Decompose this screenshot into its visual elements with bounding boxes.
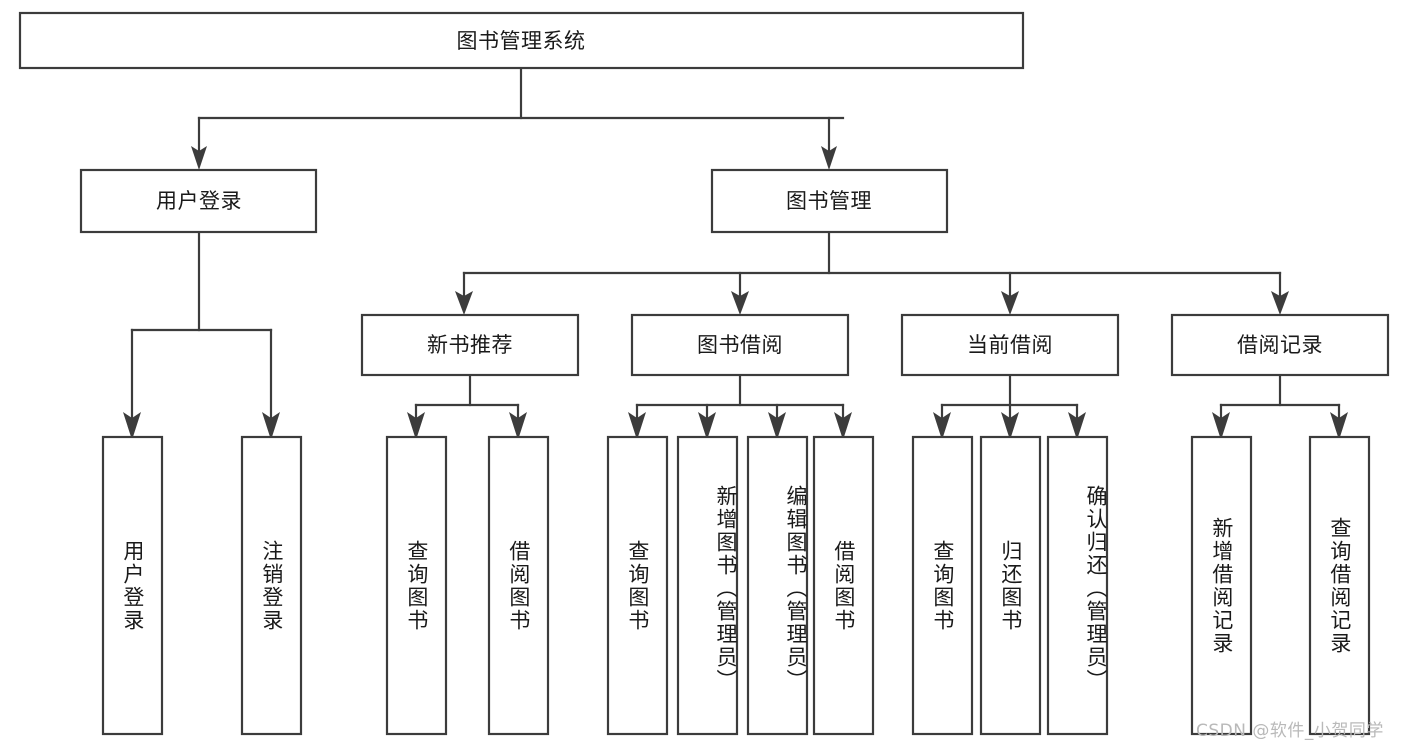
watermark-text: CSDN @软件_小贺同学 — [1196, 721, 1384, 741]
node-current-borrow[interactable]: 当前借阅 — [900, 313, 1120, 377]
node-new-book-recommend[interactable]: 新书推荐 — [360, 313, 580, 377]
node-user-login[interactable]: 用户登录 — [79, 168, 318, 234]
arrow-head-icon — [768, 412, 786, 440]
node-book-management-label: 图书管理 — [786, 189, 872, 213]
arrow-head-icon — [1001, 291, 1019, 315]
leaf-box-current-borrow-1[interactable] — [911, 435, 974, 736]
node-current-borrow-box[interactable] — [900, 313, 1120, 377]
node-book-management[interactable]: 图书管理 — [710, 168, 949, 234]
node-new-book-recommend-box[interactable] — [360, 313, 580, 377]
leaf-box-current-borrow-2[interactable] — [979, 435, 1042, 736]
node-borrow-record-label: 借阅记录 — [1237, 333, 1323, 357]
leaf-box-borrow-record-1[interactable] — [1190, 435, 1253, 736]
arrow-head-icon — [834, 412, 852, 440]
arrow-head-icon — [698, 412, 716, 440]
arrow-head-icon — [821, 146, 837, 170]
leaf-box-current-borrow-3[interactable] — [1046, 435, 1109, 736]
connector-root-to-level2 — [191, 66, 845, 170]
arrow-head-icon — [455, 291, 473, 315]
leaf-box-user-login-2[interactable] — [240, 435, 303, 736]
arrow-head-icon — [1330, 412, 1348, 440]
arrow-head-icon — [1212, 412, 1230, 440]
connector-bookmgmt-to-level3 — [455, 230, 1289, 315]
node-book-borrow-label: 图书借阅 — [697, 333, 783, 357]
node-user-login-label: 用户登录 — [156, 189, 242, 213]
connector-userlogin-to-leaves — [123, 230, 280, 440]
connector-bookborrow-to-leaves — [628, 373, 852, 440]
arrow-head-icon — [1001, 412, 1019, 440]
node-book-borrow-box[interactable] — [630, 313, 850, 377]
leaf-box-book-borrow-2[interactable] — [676, 435, 739, 736]
node-borrow-record[interactable]: 借阅记录 — [1170, 313, 1390, 377]
node-current-borrow-label: 当前借阅 — [967, 333, 1053, 357]
leaf-box-book-borrow-3[interactable] — [746, 435, 809, 736]
arrow-head-icon — [509, 412, 527, 440]
node-new-book-recommend-label: 新书推荐 — [427, 333, 513, 357]
arrow-head-icon — [731, 291, 749, 315]
leaf-box-user-login-1[interactable] — [101, 435, 164, 736]
arrow-head-icon — [1271, 291, 1289, 315]
leaf-box-book-borrow-1[interactable] — [606, 435, 669, 736]
leaf-box-book-borrow-4[interactable] — [812, 435, 875, 736]
connector-borrowrecord-to-leaves — [1212, 373, 1348, 440]
arrow-head-icon — [123, 412, 141, 440]
arrow-head-icon — [933, 412, 951, 440]
arrow-head-icon — [191, 146, 207, 170]
node-user-login-box[interactable] — [79, 168, 318, 234]
connector-newbook-to-leaves — [407, 373, 527, 440]
arrow-head-icon — [628, 412, 646, 440]
arrow-head-icon — [262, 412, 280, 440]
node-root[interactable]: 图书管理系统 — [18, 11, 1025, 70]
leaf-box-new-book-1[interactable] — [385, 435, 448, 736]
node-root-box[interactable] — [18, 11, 1025, 70]
node-root-label: 图书管理系统 — [457, 29, 586, 53]
arrow-head-icon — [407, 412, 425, 440]
node-borrow-record-box[interactable] — [1170, 313, 1390, 377]
arrow-head-icon — [1068, 412, 1086, 440]
leaf-box-borrow-record-2[interactable] — [1308, 435, 1371, 736]
node-book-management-box[interactable] — [710, 168, 949, 234]
leaf-box-new-book-2[interactable] — [487, 435, 550, 736]
connector-currentborrow-to-leaves — [933, 373, 1086, 440]
node-book-borrow[interactable]: 图书借阅 — [630, 313, 850, 377]
